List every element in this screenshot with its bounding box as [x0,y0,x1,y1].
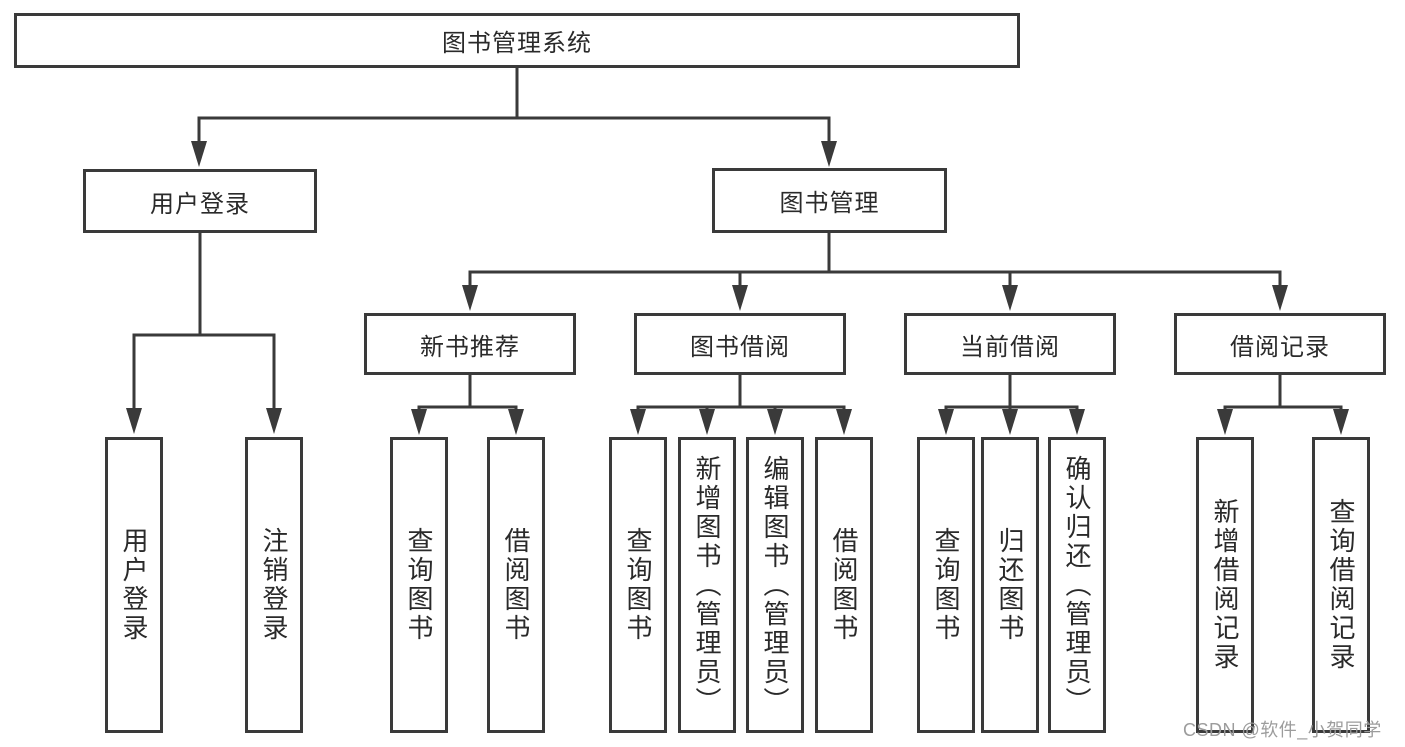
node-library-system-label: 图书管理系统 [442,30,592,57]
leaf-logout: 注销登录 [245,437,303,733]
leaf-add-book-admin: 新增图书（管理员） [678,437,736,733]
leaf-borrow-books-recommend-label: 借阅图书 [501,527,531,643]
leaf-query-books-borrow: 查询图书 [609,437,667,733]
leaf-confirm-return-admin: 确认归还（管理员） [1048,437,1106,733]
leaf-query-books-recommend: 查询图书 [390,437,448,733]
leaf-user-login: 用户登录 [105,437,163,733]
node-library-system: 图书管理系统 [14,13,1020,68]
node-borrow-records: 借阅记录 [1174,313,1386,375]
leaf-borrow-books-borrow: 借阅图书 [815,437,873,733]
leaf-query-books-borrow-label: 查询图书 [623,527,653,643]
leaf-return-book-label: 归还图书 [995,527,1025,643]
leaf-edit-book-admin-label: 编辑图书（管理员） [760,454,790,716]
watermark: CSDN @软件_小贺同学 [1183,720,1382,740]
node-book-borrow: 图书借阅 [634,313,846,375]
node-new-book-recommend: 新书推荐 [364,313,576,375]
leaf-add-borrow-record-label: 新增借阅记录 [1210,498,1240,672]
leaf-return-book: 归还图书 [981,437,1039,733]
node-user-login-label: 用户登录 [150,190,250,218]
node-book-management: 图书管理 [712,168,947,233]
node-user-login: 用户登录 [83,169,317,233]
leaf-add-borrow-record: 新增借阅记录 [1196,437,1254,733]
node-book-borrow-label: 图书借阅 [690,333,790,361]
leaf-logout-label: 注销登录 [259,527,289,643]
leaf-borrow-books-recommend: 借阅图书 [487,437,545,733]
node-current-borrow: 当前借阅 [904,313,1116,375]
leaf-borrow-books-borrow-label: 借阅图书 [829,527,859,643]
node-current-borrow-label: 当前借阅 [960,333,1060,361]
leaf-query-books-recommend-label: 查询图书 [404,527,434,643]
node-borrow-records-label: 借阅记录 [1230,333,1330,361]
leaf-confirm-return-admin-label: 确认归还（管理员） [1062,454,1092,716]
leaf-query-books-current: 查询图书 [917,437,975,733]
node-book-management-label: 图书管理 [779,190,880,217]
leaf-add-book-admin-label: 新增图书（管理员） [692,454,722,716]
leaf-edit-book-admin: 编辑图书（管理员） [746,437,804,733]
leaf-query-borrow-record: 查询借阅记录 [1312,437,1370,733]
leaf-query-books-current-label: 查询图书 [931,527,961,643]
leaf-user-login-label: 用户登录 [119,527,149,643]
node-new-book-recommend-label: 新书推荐 [420,333,520,361]
leaf-query-borrow-record-label: 查询借阅记录 [1326,498,1356,672]
